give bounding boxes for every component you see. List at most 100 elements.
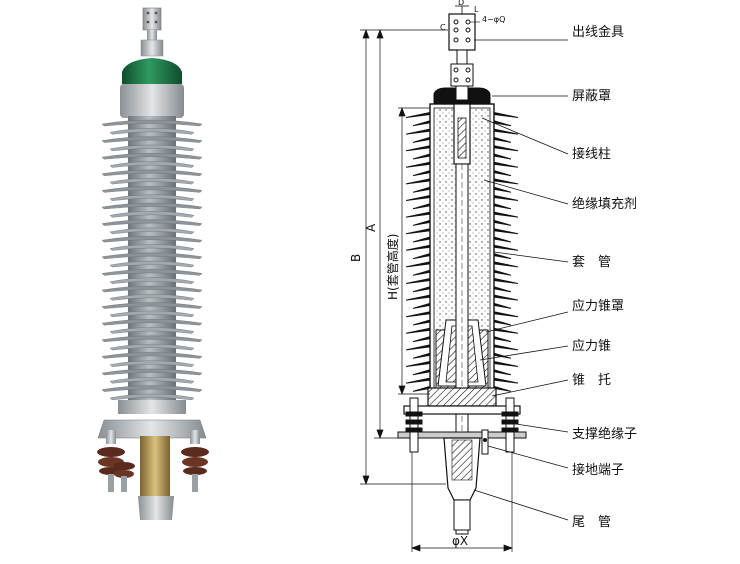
dim-hole: 4−φQ bbox=[482, 15, 505, 24]
drawing-shed bbox=[406, 145, 430, 152]
drawing-shed bbox=[406, 244, 430, 251]
drawing-shed bbox=[406, 128, 430, 135]
drawing-shed bbox=[413, 203, 430, 210]
photo-shed bbox=[109, 393, 195, 401]
drawing-shed bbox=[406, 344, 430, 351]
drawing-shed bbox=[413, 153, 430, 160]
drawing-shed bbox=[494, 195, 518, 201]
photo-shed bbox=[101, 269, 203, 276]
photo-shed bbox=[101, 136, 203, 143]
section-drawing: D C L 4−φQ bbox=[360, 0, 569, 552]
drawing-shed bbox=[494, 385, 511, 392]
drawing-shed bbox=[413, 120, 430, 127]
leader-lines bbox=[473, 39, 569, 521]
photo-shed bbox=[101, 119, 203, 127]
photo-shed bbox=[109, 177, 195, 185]
termination-photo bbox=[97, 7, 209, 520]
drawing-shed bbox=[494, 219, 511, 226]
dim-L: L bbox=[474, 5, 479, 14]
label-ground-terminal: 接地端子 bbox=[572, 462, 624, 478]
drawing-shed bbox=[494, 253, 511, 260]
photo-shed bbox=[101, 368, 203, 376]
photo-shed bbox=[101, 219, 203, 226]
drawing-cone-holder bbox=[427, 387, 497, 407]
photo-shed bbox=[101, 335, 203, 343]
photo-shed bbox=[109, 327, 195, 334]
drawing-shed bbox=[406, 261, 430, 268]
drawing-shed bbox=[406, 178, 430, 185]
drawing-shed bbox=[413, 170, 430, 177]
drawing-shed bbox=[413, 369, 430, 376]
photo-shed bbox=[101, 186, 203, 193]
drawing-shed bbox=[413, 302, 430, 309]
photo-shed bbox=[109, 377, 195, 384]
drawing-shed bbox=[406, 377, 430, 384]
label-shield: 屏蔽罩 bbox=[572, 89, 611, 104]
drawing-shed bbox=[413, 352, 430, 359]
drawing-shed bbox=[406, 228, 430, 235]
label-support-insulator: 支撑绝缘子 bbox=[572, 426, 637, 442]
drawing-shed bbox=[494, 286, 511, 293]
photo-shed bbox=[109, 128, 195, 135]
drawing-shed bbox=[413, 219, 430, 226]
label-tail-pipe: 尾 管 bbox=[572, 515, 611, 530]
photo-shed bbox=[109, 294, 195, 301]
drawing-shed bbox=[494, 369, 511, 376]
label-stress-cone: 应力锥 bbox=[572, 338, 611, 354]
drawing-shed bbox=[413, 236, 430, 243]
drawing-shed bbox=[413, 385, 430, 392]
drawing-shed bbox=[406, 112, 430, 118]
drawing-shed bbox=[494, 302, 511, 309]
photo-shed bbox=[101, 285, 203, 293]
drawing-outlet-fitting bbox=[448, 5, 476, 87]
drawing-shed bbox=[494, 261, 518, 268]
label-stress-cone-cover: 应力锥罩 bbox=[572, 298, 624, 314]
drawing-shed bbox=[494, 153, 511, 160]
photo-shed bbox=[109, 343, 195, 351]
photo-shed bbox=[101, 202, 203, 210]
drawing-shed bbox=[406, 161, 430, 168]
drawing-shed bbox=[406, 294, 430, 301]
photo-support-insulator-right bbox=[181, 430, 209, 492]
photo-shed bbox=[101, 153, 203, 160]
drawing-shed bbox=[494, 120, 511, 127]
drawing-shed bbox=[494, 294, 518, 301]
photo-porcelain-sheds bbox=[101, 116, 203, 404]
photo-support-insulator-left bbox=[97, 430, 125, 492]
drawing-shed bbox=[413, 336, 430, 343]
dim-D: D bbox=[458, 0, 464, 7]
photo-green-cap bbox=[122, 58, 182, 84]
dimension-lines bbox=[360, 29, 513, 552]
label-terminal-post: 接线柱 bbox=[572, 146, 611, 162]
photo-shed bbox=[109, 144, 195, 152]
drawing-shed bbox=[494, 269, 511, 276]
drawing-shed bbox=[494, 136, 511, 143]
drawing-shed bbox=[494, 361, 518, 367]
drawing-shed bbox=[494, 145, 518, 152]
photo-shed bbox=[101, 302, 203, 309]
dim-A-label: A bbox=[364, 223, 378, 232]
label-bushing: 套 管 bbox=[572, 254, 611, 270]
drawing-shed bbox=[406, 361, 430, 367]
photo-shed bbox=[109, 310, 195, 318]
drawing-sheds bbox=[406, 112, 518, 392]
drawing-shed bbox=[494, 352, 511, 359]
photo-shed bbox=[109, 227, 195, 235]
photo-shed bbox=[101, 319, 203, 326]
dim-X-label: φX bbox=[452, 534, 468, 548]
drawing-shed bbox=[494, 211, 518, 218]
dim-B-label: B bbox=[349, 254, 363, 262]
photo-shed bbox=[101, 236, 203, 243]
drawing-support-insulator-left bbox=[405, 397, 423, 453]
drawing-shed bbox=[494, 178, 518, 185]
photo-shed bbox=[101, 169, 203, 177]
drawing-shed bbox=[494, 244, 518, 251]
photo-shed bbox=[101, 352, 203, 359]
drawing-shed bbox=[494, 278, 518, 284]
drawing-shed bbox=[494, 319, 511, 326]
drawing-shed bbox=[413, 269, 430, 276]
drawing-shed bbox=[494, 186, 511, 193]
label-outlet-fitting: 出线金具 bbox=[572, 24, 624, 40]
